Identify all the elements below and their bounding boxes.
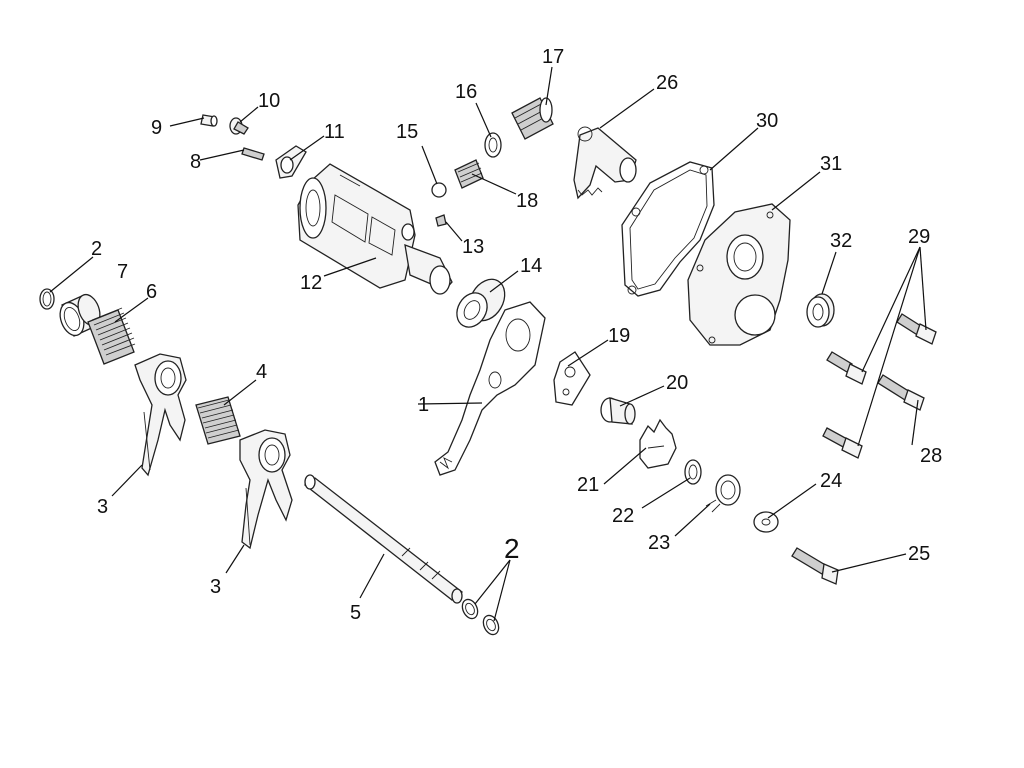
part-collar <box>59 293 101 337</box>
callout-30: 30 <box>756 110 778 132</box>
callout-29: 29 <box>908 226 930 248</box>
callout-5: 5 <box>350 602 361 624</box>
callout-8: 8 <box>190 151 201 173</box>
callout-20: 20 <box>666 372 688 394</box>
part-plate-11 <box>275 145 307 179</box>
part-pin-13 <box>435 214 447 227</box>
part-shift-shaft <box>303 474 464 604</box>
part-pin-9 <box>200 114 218 127</box>
callout-16: 16 <box>455 81 477 103</box>
part-bolt-28 <box>877 374 925 411</box>
callout-2: 2 <box>504 533 520 564</box>
part-shift-plate <box>434 301 546 476</box>
part-washer-16 <box>484 132 502 158</box>
callout-3: 3 <box>210 576 221 598</box>
callout-19: 19 <box>608 325 630 347</box>
callout-1: 1 <box>418 394 429 416</box>
part-collar-20 <box>600 397 636 425</box>
callout-26: 26 <box>656 72 678 94</box>
callout-14: 14 <box>520 255 542 277</box>
callout-22: 22 <box>612 505 634 527</box>
part-seal-32 <box>806 293 835 328</box>
part-ball-15 <box>431 182 447 198</box>
part-washer-22 <box>684 459 702 485</box>
part-shift-fork-right <box>239 429 293 550</box>
part-gear-shaft-26 <box>573 126 637 200</box>
callout-11: 11 <box>324 121 345 143</box>
part-spring-18 <box>454 159 484 189</box>
part-bolt-29c <box>822 427 863 459</box>
callout-32: 32 <box>830 230 852 252</box>
part-bolt-29b <box>826 351 867 385</box>
callout-9: 9 <box>151 117 162 139</box>
part-shift-fork-left <box>134 353 187 477</box>
part-bolt-10 <box>229 117 249 135</box>
part-torsion-spring-23 <box>705 474 741 513</box>
callout-18: 18 <box>516 190 538 212</box>
part-pin-8 <box>241 147 265 161</box>
part-spring-lower <box>195 396 241 445</box>
callout-17: 17 <box>542 46 564 68</box>
callout-28: 28 <box>920 445 942 467</box>
part-circlip-left <box>39 288 55 310</box>
part-washer-24 <box>753 511 779 533</box>
part-bolt-29a <box>896 313 937 345</box>
part-stopper-19 <box>553 351 591 406</box>
callout-13: 13 <box>462 236 484 258</box>
callout-6: 6 <box>146 281 157 303</box>
callout-21: 21 <box>577 474 599 496</box>
part-spring-upper <box>87 307 136 365</box>
part-star-gear-21 <box>639 418 677 469</box>
callout-7: 7 <box>117 261 128 283</box>
callout-2: 2 <box>91 238 102 260</box>
callout-3: 3 <box>97 496 108 518</box>
callout-10: 10 <box>258 90 280 112</box>
part-sleeve-17 <box>511 97 554 140</box>
part-shift-drum <box>297 163 453 295</box>
leader-lines <box>49 66 927 622</box>
callout-24: 24 <box>820 470 842 492</box>
callout-25: 25 <box>908 543 930 565</box>
callout-4: 4 <box>256 361 267 383</box>
part-bolt-25 <box>791 547 839 585</box>
callout-23: 23 <box>648 532 670 554</box>
part-bearing-14 <box>456 278 506 328</box>
part-gasket-30 <box>621 161 715 297</box>
callout-labels: 1 2 2 3 3 4 5 6 7 8 9 10 11 12 13 14 15 … <box>91 46 942 624</box>
callout-15: 15 <box>396 121 418 143</box>
part-cover-31 <box>687 203 791 346</box>
callout-31: 31 <box>820 153 842 175</box>
callout-12: 12 <box>300 272 322 294</box>
